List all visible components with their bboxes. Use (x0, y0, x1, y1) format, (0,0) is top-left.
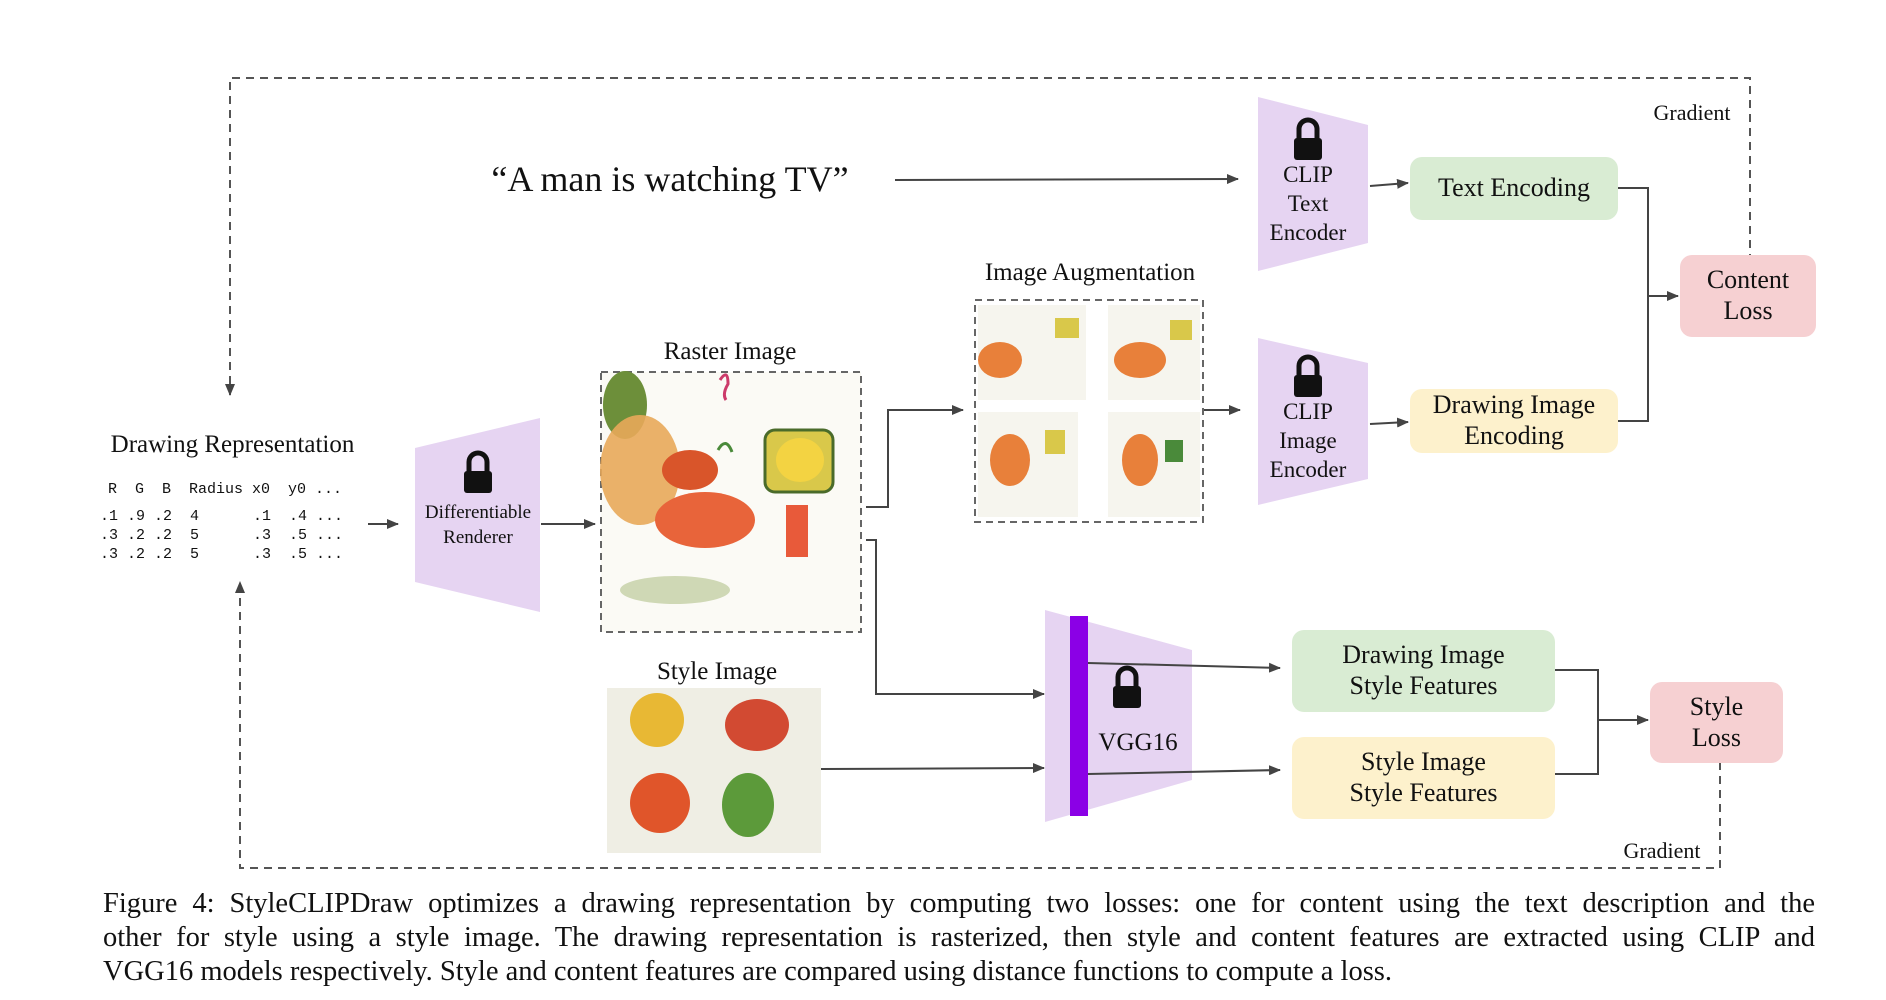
text-encoding-label: Text Encoding (1438, 173, 1590, 203)
style-image-features-box: Style Image Style Features (1292, 737, 1555, 819)
style-loss-line-2: Loss (1691, 722, 1742, 752)
arrow-clip-text-to-text-encoding (1369, 178, 1409, 189)
gradient-bottom-loop (235, 581, 1721, 869)
clip-text-encoder-line-3: Encoder (1269, 220, 1347, 245)
clip-text-encoder-label: CLIP Text Encoder (1248, 160, 1368, 247)
raster-image-label: Raster Image (663, 338, 797, 365)
connector-encodings-to-content-loss (1617, 187, 1676, 422)
clip-image-encoder-line-1: CLIP (1283, 399, 1333, 424)
figure-caption: Figure 4: StyleCLIPDraw optimizes a draw… (103, 887, 1815, 989)
arrow-vgg-to-drawing-style (1087, 662, 1281, 673)
renderer-line-2: Renderer (443, 527, 513, 548)
drawing-table-row: .3 .2 .2 5 .3 .5 ... (100, 546, 344, 563)
style-image-features-line-1: Style Image (1361, 747, 1486, 777)
clip-image-encoder-line-3: Encoder (1269, 457, 1347, 482)
content-loss-line-1: Content (1706, 265, 1790, 295)
drawing-image-encoding-label: Drawing Image Encoding (1433, 390, 1595, 451)
style-loss-box: Style Loss (1650, 682, 1783, 763)
style-loss-label: Style Loss (1690, 692, 1743, 753)
drawing-table-row: .1 .9 .2 4 .1 .4 ... (100, 508, 344, 525)
style-image-features-line-2: Style Features (1349, 778, 1498, 807)
lock-icon (464, 450, 492, 493)
drawing-representation-label: Drawing Representation (110, 431, 355, 458)
style-image-label: Style Image (656, 658, 778, 685)
augmentation-thumbnails (978, 305, 1200, 517)
caption-line-1: Figure 4: StyleCLIPDraw optimizes a draw… (103, 888, 1815, 919)
renderer-line-1: Differentiable (424, 502, 532, 523)
lock-icon (1113, 665, 1141, 708)
clip-image-encoder-shape (1258, 338, 1368, 505)
arrow-vgg-to-style-features (1087, 765, 1281, 776)
drawing-style-features-line-2: Style Features (1349, 671, 1498, 700)
lock-icon (1294, 354, 1322, 397)
content-loss-box: Content Loss (1680, 255, 1816, 337)
image-augmentation-label: Image Augmentation (984, 259, 1196, 286)
arrow-raster-to-augmentation (866, 405, 964, 508)
clip-text-encoder-shape (1258, 97, 1368, 271)
clip-text-encoder-line-1: CLIP (1283, 162, 1333, 187)
gradient-top-label: Gradient (1653, 100, 1731, 125)
drawing-table-row: .3 .2 .2 5 .3 .5 ... (100, 527, 344, 544)
drawing-style-features-line-1: Drawing Image (1342, 640, 1505, 670)
drawing-style-features-label: Drawing Image Style Features (1342, 640, 1504, 701)
arrow-prompt-to-clip-text (894, 174, 1239, 185)
arrow-raster-to-vgg (866, 539, 1045, 699)
drawing-image-encoding-box: Drawing Image Encoding (1410, 389, 1618, 453)
content-loss-line-2: Loss (1723, 296, 1773, 325)
prompt-text: “A man is watching TV” (491, 159, 849, 199)
renderer-label: Differentiable Renderer (414, 500, 542, 550)
caption-line-3: VGG16 models respectively. Style and con… (103, 956, 1392, 987)
connector-features-to-style-loss (1553, 669, 1628, 775)
drawing-image-encoding-line-1: Drawing Image (1432, 390, 1596, 420)
clip-image-encoder-label: CLIP Image Encoder (1248, 397, 1368, 484)
renderer-shape (415, 418, 540, 612)
style-loss-line-1: Style (1689, 691, 1744, 721)
vgg16-bar (1070, 616, 1088, 816)
style-image-features-label: Style Image Style Features (1349, 747, 1497, 808)
content-loss-label: Content Loss (1707, 265, 1789, 326)
clip-image-encoder-line-2: Image (1279, 428, 1337, 453)
gradient-bottom-label: Gradient (1623, 838, 1701, 863)
arrow-clip-image-to-drawing-encoding (1369, 417, 1409, 428)
vgg16-shape (1045, 610, 1192, 822)
lock-icon (1294, 117, 1322, 160)
style-image-fruits (630, 693, 789, 837)
clip-text-encoder-line-2: Text (1287, 191, 1329, 216)
drawing-image-encoding-line-2: Encoding (1464, 421, 1564, 450)
drawing-table-header: R G B Radius x0 y0 ... (108, 481, 343, 498)
arrow-style-image-to-vgg (820, 763, 1045, 774)
text-encoding-box: Text Encoding (1410, 157, 1618, 220)
drawing-style-features-box: Drawing Image Style Features (1292, 630, 1555, 712)
raster-image-drawing (600, 371, 835, 604)
gradient-top-loop (225, 77, 1751, 396)
vgg16-label: VGG16 (1098, 729, 1178, 756)
caption-line-2: other for style using a style image. The… (103, 922, 1815, 953)
